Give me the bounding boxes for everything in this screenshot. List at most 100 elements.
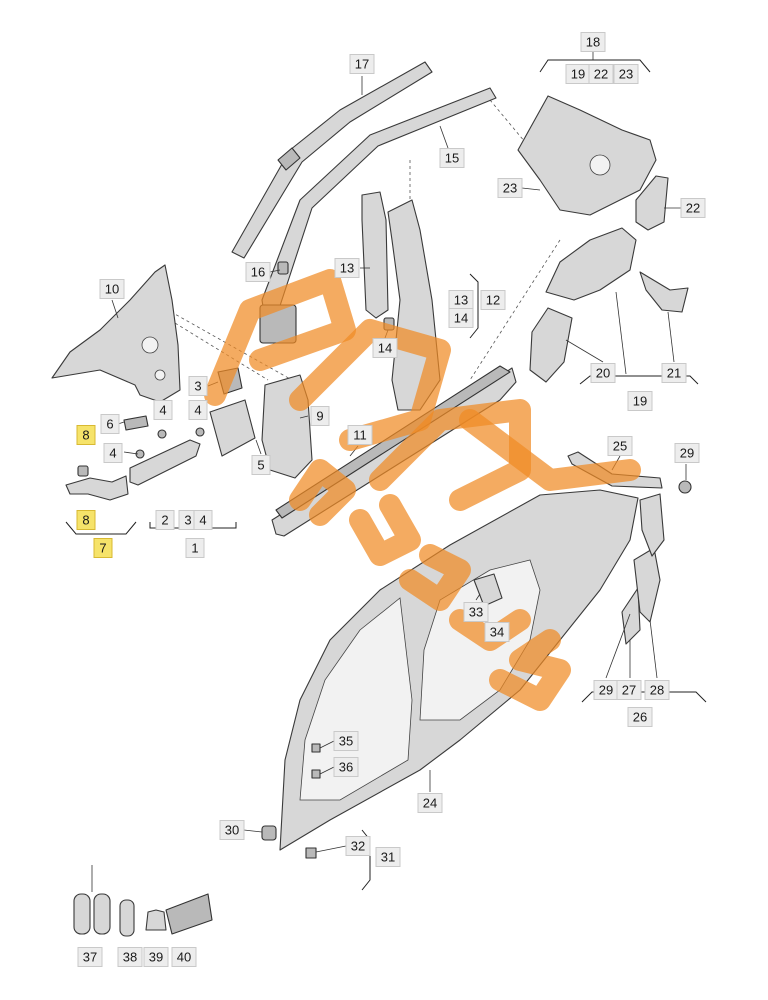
callout-number: 3 (194, 379, 201, 394)
callout-31: 31 (375, 847, 401, 867)
callout-19: 19 (627, 391, 653, 411)
consumables (73, 865, 213, 937)
callout-number: 23 (503, 181, 517, 196)
b-pillar-inner (361, 191, 389, 319)
callout-box (463, 602, 489, 622)
callout-box (77, 947, 103, 967)
callout-number: 10 (105, 282, 119, 297)
callout-4: 4 (153, 400, 173, 420)
callout-4: 4 (103, 443, 123, 463)
callout-5: 5 (251, 455, 271, 475)
callout-box (661, 363, 687, 383)
callout-box (590, 363, 616, 383)
callout-3: 3 (188, 376, 208, 396)
callout-box (347, 425, 373, 445)
callout-number: 23 (619, 67, 633, 82)
callout-box (588, 64, 614, 84)
clip-35 (311, 743, 321, 753)
brand-watermark (204, 269, 641, 711)
callout-20: 20 (590, 363, 616, 383)
callout-box (345, 836, 371, 856)
front-inner-panel (51, 264, 181, 403)
callout-box (188, 376, 208, 396)
callout-8: 8 (76, 510, 96, 530)
clip-16 (277, 261, 289, 275)
callout-10: 10 (99, 279, 125, 299)
callout-number: 38 (123, 950, 137, 965)
callout-number: 27 (622, 683, 636, 698)
callout-box (93, 538, 113, 558)
callout-39: 39 (143, 947, 169, 967)
callout-box (245, 262, 271, 282)
bracket-3b (209, 399, 256, 457)
callout-number: 24 (423, 796, 437, 811)
callout-29: 29 (674, 443, 700, 463)
callout-number: 31 (381, 850, 395, 865)
callout-number: 40 (177, 950, 191, 965)
callout-26: 26 (627, 707, 653, 727)
callout-19: 19 (565, 64, 591, 84)
callout-23: 23 (613, 64, 639, 84)
callout-box (613, 64, 639, 84)
callout-1: 1 (185, 538, 205, 558)
callout-23: 23 (497, 178, 523, 198)
callout-box (680, 198, 706, 218)
callout-number: 13 (340, 261, 354, 276)
callout-box (310, 406, 330, 426)
callout-number: 14 (454, 311, 468, 326)
callout-number: 19 (633, 394, 647, 409)
callout-33: 33 (463, 602, 489, 622)
callout-number: 28 (650, 683, 664, 698)
callout-box (117, 947, 143, 967)
callout-box (188, 400, 208, 420)
callout-box (333, 731, 359, 751)
callout-12: 12 (480, 290, 506, 310)
callout-22: 22 (680, 198, 706, 218)
extension-26a (639, 493, 665, 557)
callout-15: 15 (439, 148, 465, 168)
callout-box (375, 847, 401, 867)
callout-number: 12 (486, 293, 500, 308)
roof-rail-upper-flange (277, 147, 301, 171)
cartridge-37 (93, 893, 111, 935)
bumper-30 (261, 825, 277, 841)
panel-hole (141, 336, 159, 354)
callout-box (193, 510, 213, 530)
callout-number: 7 (99, 541, 106, 556)
callout-box (417, 793, 443, 813)
callout-2: 2 (155, 510, 175, 530)
callout-3: 3 (178, 510, 198, 530)
callout-box (103, 443, 123, 463)
callout-number: 4 (199, 513, 206, 528)
callout-27: 27 (616, 680, 642, 700)
callout-7: 7 (93, 538, 113, 558)
callout-number: 2 (161, 513, 168, 528)
callout-number: 18 (586, 35, 600, 50)
callout-number: 22 (686, 201, 700, 216)
plug-29 (678, 480, 692, 494)
bracket-7 (65, 475, 129, 501)
cartridge-38 (119, 899, 135, 937)
callout-number: 3 (184, 513, 191, 528)
cartridge-37 (73, 893, 91, 935)
callout-box (155, 510, 175, 530)
callout-number: 22 (594, 67, 608, 82)
callout-box (334, 258, 360, 278)
callout-8: 8 (76, 425, 96, 445)
callout-box (76, 425, 96, 445)
callout-18: 18 (580, 32, 606, 52)
callout-number: 13 (454, 293, 468, 308)
callout-34: 34 (484, 622, 510, 642)
bracket-21 (639, 271, 689, 313)
callout-box (580, 32, 606, 52)
callout-number: 26 (633, 710, 647, 725)
callout-number: 6 (106, 417, 113, 432)
pad-40 (165, 893, 213, 935)
callout-6: 6 (100, 414, 120, 434)
callout-4: 4 (188, 400, 208, 420)
callout-box (171, 947, 197, 967)
wheelhouse (545, 227, 637, 301)
callout-number: 4 (159, 403, 166, 418)
grommet-39 (145, 909, 167, 931)
panel-hole (589, 154, 611, 176)
